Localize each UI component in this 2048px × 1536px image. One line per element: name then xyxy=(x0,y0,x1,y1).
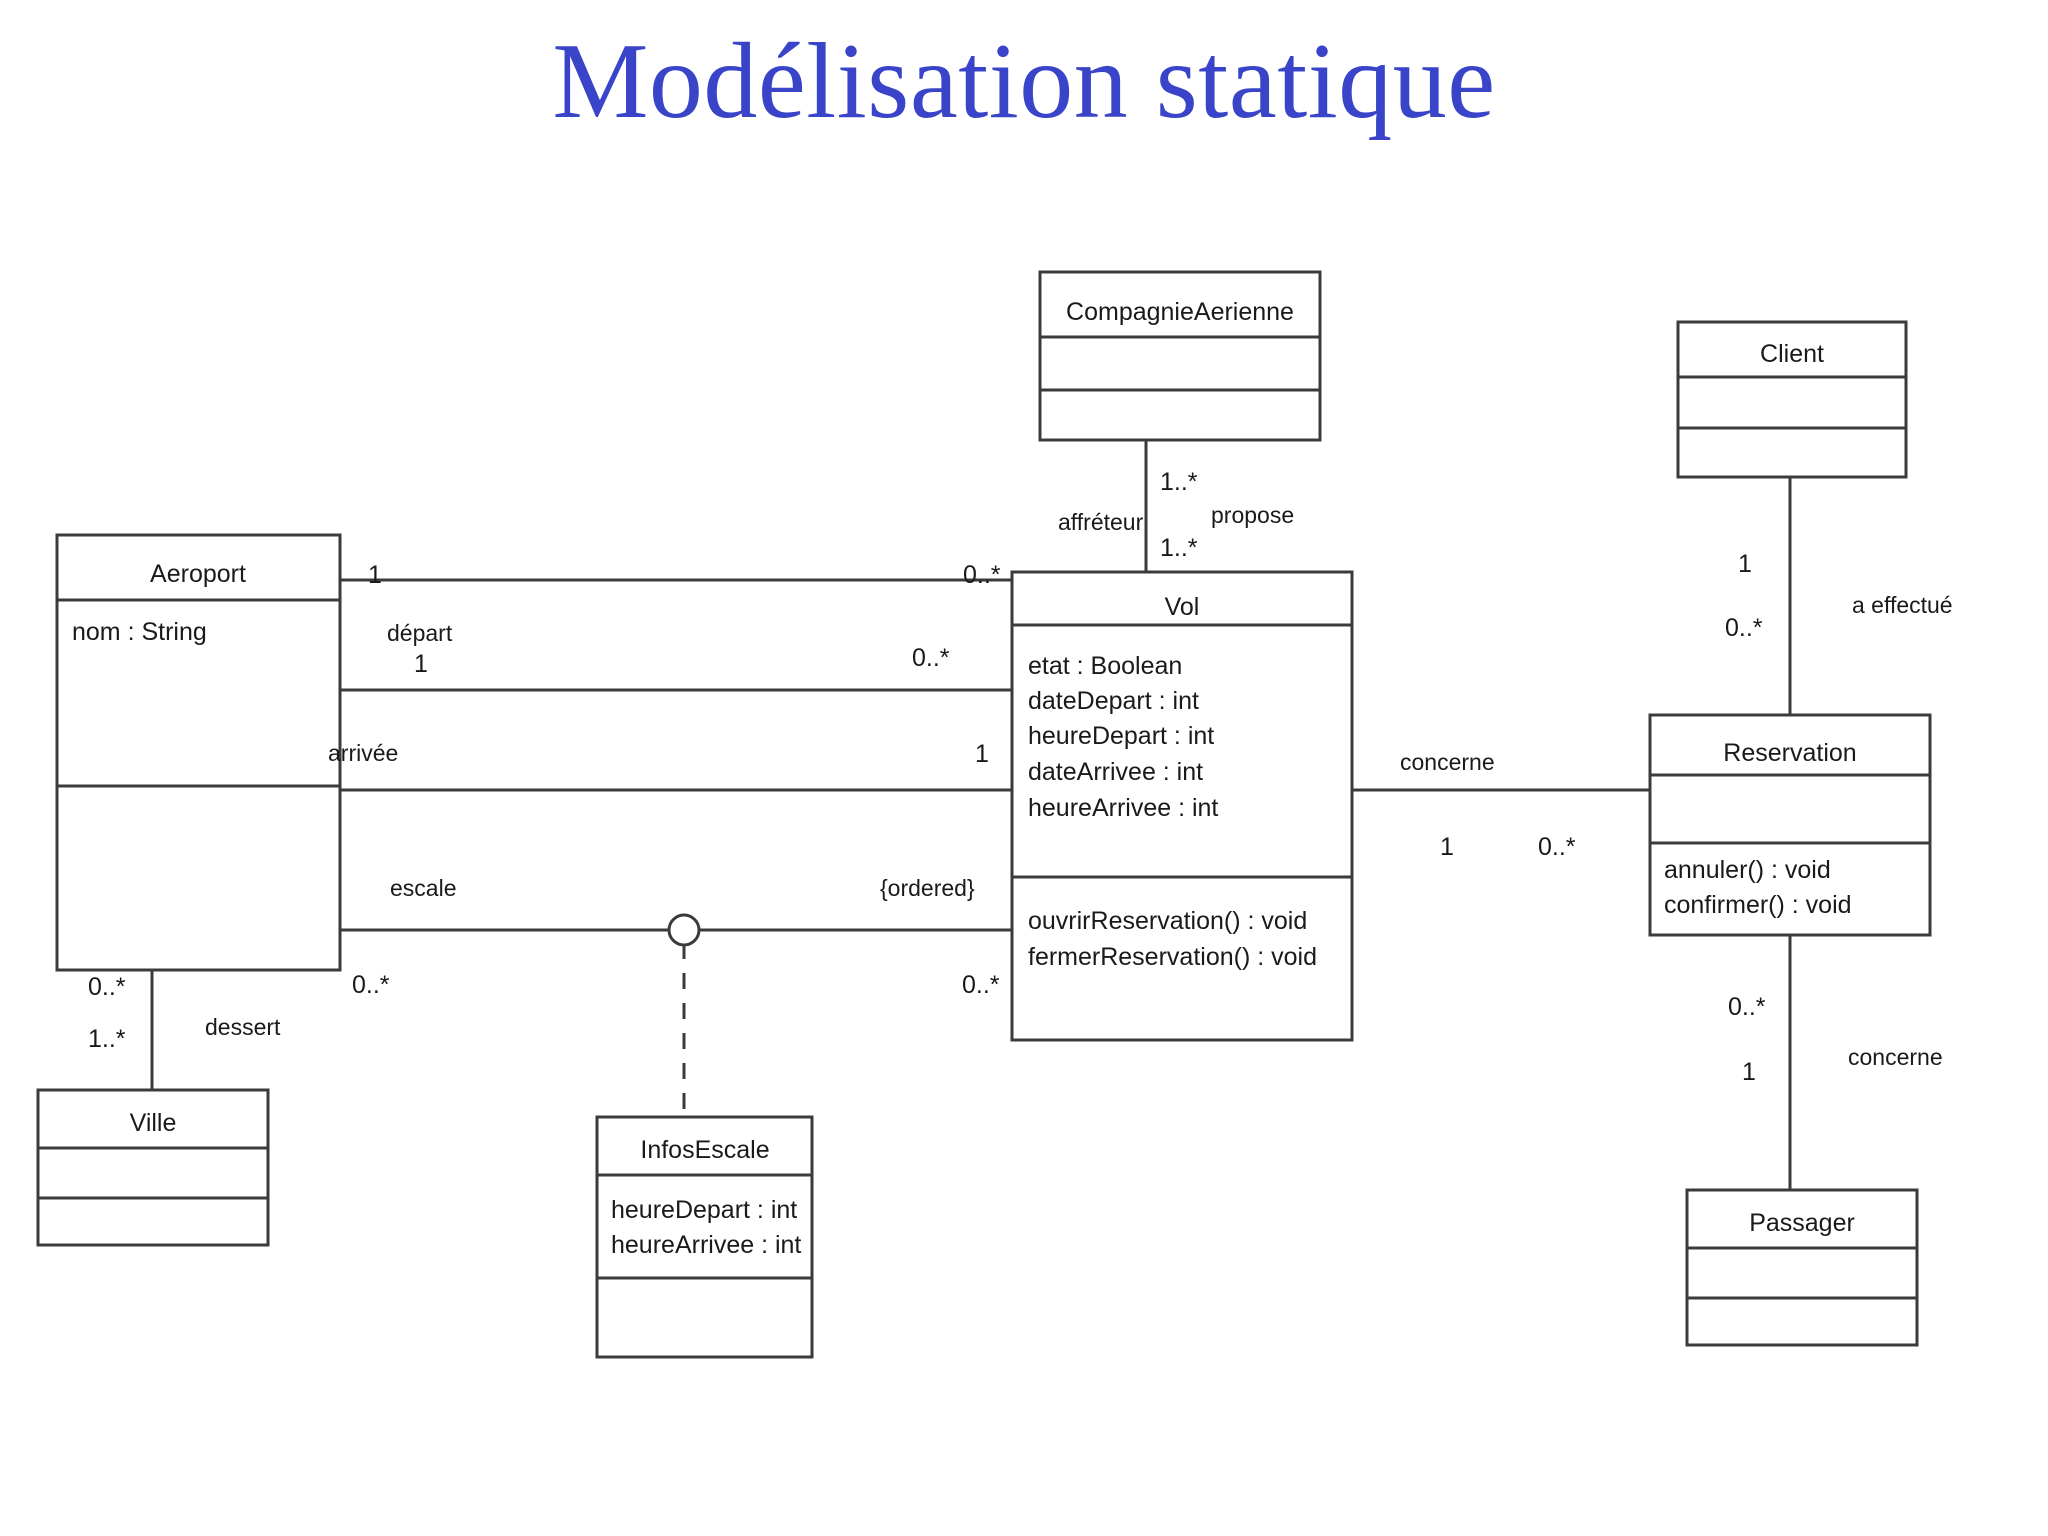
role-label-depart: départ xyxy=(387,620,453,646)
class-frame xyxy=(1685,1188,1919,1347)
class-name-label: Ville xyxy=(130,1109,177,1137)
class-frame xyxy=(1676,320,1908,479)
role-label-escale: escale xyxy=(390,875,456,901)
class-name-label: InfosEscale xyxy=(640,1136,769,1164)
multiplicity-label: 1 xyxy=(1738,550,1752,578)
class-frame xyxy=(36,1088,270,1247)
multiplicity-label: 1 xyxy=(1440,833,1454,861)
multiplicity-label: 0..* xyxy=(963,561,1001,589)
multiplicity-label: 1 xyxy=(414,650,428,678)
role-label-affreteur: affréteur xyxy=(1058,509,1144,535)
multiplicity-label: 1 xyxy=(1742,1058,1756,1086)
class-operation: ouvrirReservation() : void xyxy=(1028,907,1307,935)
class-attribute: heureArrivee : int xyxy=(611,1231,801,1259)
multiplicity-label: 0..* xyxy=(1728,993,1766,1021)
class-attribute: etat : Boolean xyxy=(1028,652,1182,680)
multiplicity-label: 1..* xyxy=(1160,468,1198,496)
class-name-label: Client xyxy=(1760,340,1824,368)
association-class-node-icon xyxy=(667,913,701,947)
class-frame xyxy=(1038,270,1322,442)
class-box-reservation[interactable]: Reservation annuler() : void confirmer()… xyxy=(1648,713,1932,937)
association-label-dessert: dessert xyxy=(205,1014,281,1040)
class-box-passager[interactable]: Passager xyxy=(1685,1188,1919,1347)
multiplicity-label: 0..* xyxy=(352,971,390,999)
multiplicity-label: 0..* xyxy=(1538,833,1576,861)
class-frame xyxy=(1648,713,1932,937)
class-box-ville[interactable]: Ville xyxy=(36,1088,270,1247)
class-name-label: Vol xyxy=(1165,593,1200,621)
class-frame xyxy=(1010,570,1354,1042)
class-operation: fermerReservation() : void xyxy=(1028,943,1317,971)
class-operation: confirmer() : void xyxy=(1664,891,1852,919)
constraint-label-ordered: {ordered} xyxy=(880,875,975,901)
class-box-vol[interactable]: Vol etat : Boolean dateDepart : int heur… xyxy=(1010,570,1354,1042)
multiplicity-label: 1..* xyxy=(88,1025,126,1053)
class-name-label: Reservation xyxy=(1723,739,1856,767)
association-label-a-effectue: a effectué xyxy=(1852,592,1953,618)
multiplicity-label: 1..* xyxy=(1160,534,1198,562)
class-box-compagnieaerienne[interactable]: CompagnieAerienne xyxy=(1038,270,1322,442)
class-box-client[interactable]: Client xyxy=(1676,320,1908,479)
association-label-propose: propose xyxy=(1211,502,1294,528)
class-name-label: CompagnieAerienne xyxy=(1066,298,1294,326)
class-attribute: heureArrivee : int xyxy=(1028,794,1218,822)
class-box-infosescale[interactable]: InfosEscale heureDepart : int heureArriv… xyxy=(595,1115,814,1359)
role-label-arrivee: arrivée xyxy=(328,740,398,766)
multiplicity-label: 0..* xyxy=(962,971,1000,999)
class-attribute: heureDepart : int xyxy=(1028,722,1214,750)
multiplicity-label: 0..* xyxy=(1725,614,1763,642)
class-attribute: dateDepart : int xyxy=(1028,687,1199,715)
class-operation: annuler() : void xyxy=(1664,856,1831,884)
multiplicity-label: 0..* xyxy=(88,973,126,1001)
class-attribute: nom : String xyxy=(72,618,207,646)
class-attribute: heureDepart : int xyxy=(611,1196,797,1224)
class-frame xyxy=(55,533,342,972)
class-name-label: Aeroport xyxy=(150,560,246,588)
multiplicity-label: 1 xyxy=(368,561,382,589)
class-frame xyxy=(595,1115,814,1359)
multiplicity-label: 0..* xyxy=(912,644,950,672)
association-label-concerne-passager: concerne xyxy=(1848,1044,1943,1070)
class-name-label: Passager xyxy=(1749,1209,1855,1237)
association-label-concerne-vol: concerne xyxy=(1400,749,1495,775)
page-title: Modélisation statique xyxy=(552,22,1496,141)
multiplicity-label: 1 xyxy=(975,740,989,768)
class-attribute: dateArrivee : int xyxy=(1028,758,1203,786)
class-box-aeroport[interactable]: Aeroport nom : String xyxy=(55,533,342,972)
